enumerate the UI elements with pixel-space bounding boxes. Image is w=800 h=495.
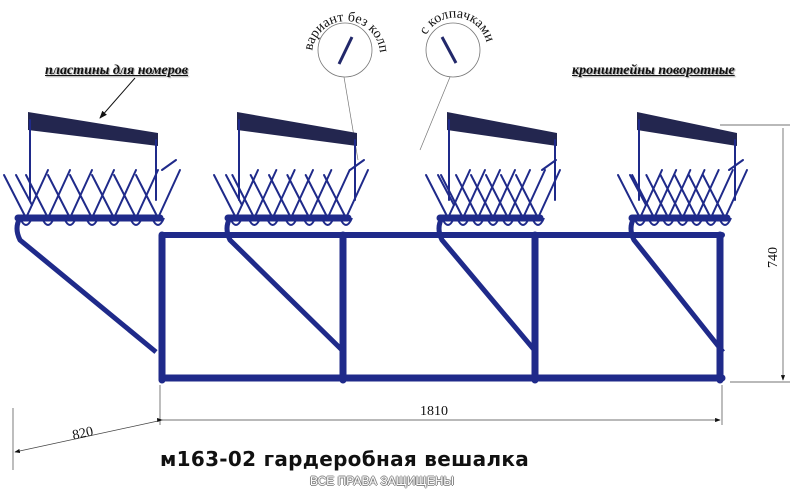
product-title: м163-02 гардеробная вешалка xyxy=(160,447,530,471)
hook xyxy=(470,174,494,219)
hook xyxy=(639,169,663,219)
hook xyxy=(537,169,561,219)
bracket-brace xyxy=(224,216,346,354)
hook xyxy=(541,159,557,171)
hook xyxy=(231,174,256,219)
dimension-width: 1810 xyxy=(420,404,448,419)
hook xyxy=(462,169,486,219)
hook xyxy=(326,169,351,219)
dimension-lines xyxy=(12,124,790,470)
hook xyxy=(645,174,670,219)
hook xyxy=(271,169,296,219)
hook xyxy=(695,169,720,219)
hook xyxy=(69,169,93,219)
hook xyxy=(617,174,641,219)
label-swivel-brackets: кронштейны поворотные xyxy=(572,63,735,78)
dimension-depth: 820 xyxy=(71,424,95,443)
rack xyxy=(3,112,748,384)
hook xyxy=(492,169,516,219)
hook xyxy=(447,169,471,219)
hook xyxy=(667,169,692,219)
hook xyxy=(304,174,329,219)
hook xyxy=(709,169,734,219)
svg-text:вариант без колпачков: вариант без колпачков xyxy=(0,0,391,54)
hook xyxy=(345,169,369,219)
hook xyxy=(437,174,455,206)
label-no-caps: вариант без колпачков xyxy=(0,0,391,54)
hook xyxy=(47,169,71,219)
hook xyxy=(659,174,684,219)
hook xyxy=(253,169,278,219)
hook xyxy=(681,169,706,219)
hook xyxy=(308,169,333,219)
hook xyxy=(515,174,539,219)
hook xyxy=(249,174,274,219)
hook xyxy=(91,174,115,219)
number-plate xyxy=(28,112,158,146)
number-plate xyxy=(237,112,357,146)
hook xyxy=(724,169,748,219)
hook xyxy=(91,169,115,219)
hook xyxy=(687,174,712,219)
hook xyxy=(728,159,744,171)
hook xyxy=(25,174,49,219)
hook xyxy=(47,174,71,219)
hook xyxy=(653,169,678,219)
hook xyxy=(157,169,181,219)
hook xyxy=(522,169,546,219)
hook xyxy=(135,174,159,219)
plate-arrow xyxy=(99,77,136,119)
label-plates: пластины для номеров xyxy=(45,63,188,78)
hook xyxy=(500,174,524,219)
number-plate xyxy=(637,112,737,146)
hook xyxy=(290,169,314,219)
hook xyxy=(425,174,449,219)
hook xyxy=(673,174,698,219)
hook xyxy=(25,169,49,219)
hook xyxy=(161,159,177,171)
hook xyxy=(477,169,501,219)
bracket-brace xyxy=(628,216,725,354)
hook xyxy=(3,174,27,219)
hook xyxy=(629,174,647,206)
bracket-brace xyxy=(14,216,158,354)
hook xyxy=(286,174,311,219)
hook xyxy=(268,174,292,219)
hook xyxy=(323,174,347,219)
hook xyxy=(507,169,531,219)
hook xyxy=(631,174,656,219)
hook xyxy=(113,169,137,219)
hook xyxy=(135,169,159,219)
hook xyxy=(225,174,243,206)
hook xyxy=(113,174,137,219)
bracket-brace xyxy=(436,216,538,354)
number-plate xyxy=(447,112,557,146)
hook xyxy=(235,169,259,219)
hook xyxy=(69,174,93,219)
hook xyxy=(349,159,365,171)
hook xyxy=(213,174,237,219)
copyright-notice: ВСЕ ПРАВА ЗАЩИЩЕНЫ xyxy=(310,474,455,488)
hook xyxy=(702,174,726,219)
hook xyxy=(440,174,464,219)
hook xyxy=(15,174,33,206)
dimension-height: 740 xyxy=(766,247,781,268)
hook xyxy=(485,174,509,219)
hook xyxy=(455,174,479,219)
